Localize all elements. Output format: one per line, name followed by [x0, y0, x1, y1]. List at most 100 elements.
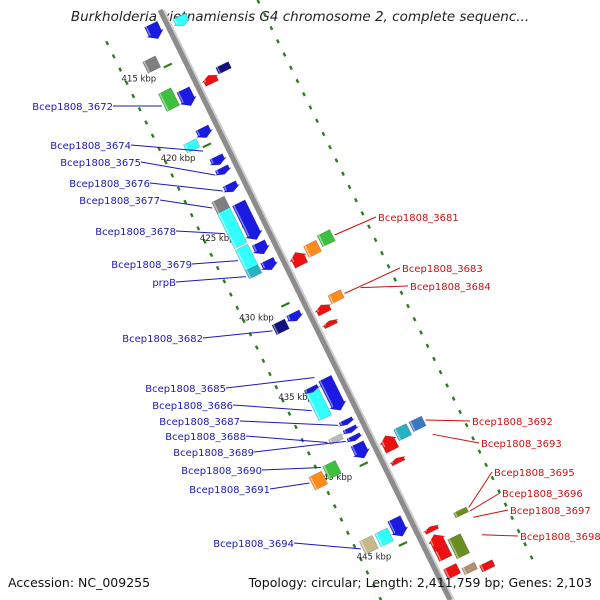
gene-label[interactable]: Bcep1808_3683: [402, 264, 483, 275]
gene-label[interactable]: Bcep1808_3679: [111, 260, 192, 271]
gene-feature[interactable]: [303, 383, 320, 395]
guide-dot: [282, 52, 287, 57]
gene-feature[interactable]: [251, 239, 271, 255]
gene-feature[interactable]: [157, 87, 181, 112]
gene-feature[interactable]: [358, 534, 379, 555]
label-leader-line: [468, 471, 493, 508]
gene-label[interactable]: Bcep1808_3696: [502, 489, 583, 500]
guide-dot: [393, 277, 397, 282]
gene-feature[interactable]: [461, 561, 478, 576]
gene-feature[interactable]: [427, 534, 448, 553]
gene-feature[interactable]: [338, 416, 355, 427]
guide-dot: [380, 250, 384, 256]
gene-highlight: [328, 294, 334, 304]
gene-feature[interactable]: [314, 304, 332, 317]
gene-feature[interactable]: [201, 74, 219, 87]
gene-label[interactable]: Bcep1808_3693: [481, 439, 562, 450]
label-leader-line: [269, 482, 310, 490]
gene-label[interactable]: Bcep1808_3677: [79, 196, 160, 207]
gene-feature[interactable]: [327, 289, 345, 305]
gene-feature[interactable]: [216, 206, 248, 249]
gene-feature[interactable]: [195, 124, 213, 138]
gene-label[interactable]: Bcep1808_3691: [189, 485, 270, 496]
gene-label[interactable]: Bcep1808_3672: [32, 102, 113, 113]
gene-label[interactable]: prpB: [152, 278, 176, 289]
gene-label[interactable]: Bcep1808_3694: [213, 539, 294, 550]
gene-feature[interactable]: [408, 415, 427, 433]
gene-highlight: [323, 323, 327, 327]
guide-dot: [256, 0, 261, 4]
guide-dot: [267, 371, 272, 377]
gene-highlight: [347, 437, 351, 442]
gene-label[interactable]: Bcep1808_3688: [165, 432, 246, 443]
gene-label[interactable]: Bcep1808_3674: [50, 141, 131, 152]
gene-label[interactable]: Bcep1808_3695: [494, 468, 575, 479]
gene-feature[interactable]: [142, 55, 162, 74]
gene-feature[interactable]: [393, 423, 413, 442]
guide-dot: [328, 144, 332, 150]
gene-feature[interactable]: [231, 199, 263, 240]
gene-label[interactable]: Bcep1808_3678: [95, 227, 176, 238]
gene-label[interactable]: Bcep1808_3685: [145, 384, 226, 395]
guide-dot: [510, 515, 515, 521]
guide-dot: [288, 65, 293, 71]
label-leader-line: [473, 509, 509, 518]
gene-feature[interactable]: [422, 524, 440, 535]
gene-label[interactable]: Bcep1808_3676: [69, 179, 150, 190]
gene-feature[interactable]: [453, 506, 469, 519]
gene-feature[interactable]: [316, 229, 336, 248]
gene-label[interactable]: Bcep1808_3692: [472, 417, 553, 428]
gene-feature[interactable]: [387, 515, 409, 537]
gene-feature[interactable]: [222, 180, 240, 193]
guide-dot: [373, 237, 378, 243]
gene-feature[interactable]: [442, 562, 462, 580]
gene-feature[interactable]: [214, 164, 232, 176]
gene-feature[interactable]: [478, 559, 496, 573]
gene-label[interactable]: Bcep1808_3686: [152, 401, 233, 412]
gene-feature[interactable]: [389, 455, 406, 467]
gene-highlight: [454, 512, 458, 518]
gene-feature[interactable]: [346, 432, 363, 443]
gene-label[interactable]: Bcep1808_3682: [122, 334, 203, 345]
gene-highlight: [390, 460, 394, 464]
label-leader-line: [149, 182, 223, 192]
gene-feature[interactable]: [308, 470, 329, 491]
gene-feature[interactable]: [215, 61, 232, 75]
gene-feature[interactable]: [303, 239, 322, 258]
guide-dot: [458, 409, 463, 415]
gene-feature[interactable]: [322, 459, 342, 480]
gene-highlight: [196, 130, 201, 137]
gene-feature[interactable]: [260, 256, 279, 271]
gene-highlight: [305, 391, 322, 421]
gene-feature[interactable]: [176, 86, 197, 107]
gene-label[interactable]: Bcep1808_3675: [60, 158, 141, 169]
gene-feature[interactable]: [434, 545, 453, 563]
gene-feature[interactable]: [321, 318, 339, 330]
gene-feature[interactable]: [374, 527, 394, 548]
gene-feature[interactable]: [286, 309, 304, 322]
gene-feature[interactable]: [318, 374, 347, 411]
gene-highlight: [184, 143, 190, 153]
guide-dot: [111, 54, 116, 59]
guide-dot: [262, 12, 267, 18]
gene-feature[interactable]: [209, 153, 227, 166]
gene-feature[interactable]: [289, 252, 309, 269]
gene-label[interactable]: Bcep1808_3690: [181, 466, 262, 477]
gene-label[interactable]: Bcep1808_3687: [159, 417, 240, 428]
guide-dot: [209, 252, 214, 258]
gene-label[interactable]: Bcep1808_3684: [410, 282, 491, 293]
guide-dot: [332, 504, 337, 509]
gene-feature[interactable]: [447, 533, 471, 560]
gene-label[interactable]: Bcep1808_3697: [510, 506, 591, 517]
gene-feature[interactable]: [244, 264, 263, 280]
gene-label[interactable]: Bcep1808_3689: [173, 448, 254, 459]
gene-highlight: [317, 234, 325, 247]
gene-label[interactable]: Bcep1808_3681: [378, 213, 459, 224]
gene-feature[interactable]: [342, 424, 359, 435]
gene-label[interactable]: Bcep1808_3698: [520, 532, 600, 543]
gene-feature[interactable]: [350, 440, 371, 459]
gene-feature[interactable]: [144, 20, 165, 40]
gene-feature[interactable]: [379, 435, 400, 454]
gene-feature[interactable]: [271, 318, 290, 336]
gene-feature[interactable]: [172, 12, 191, 27]
